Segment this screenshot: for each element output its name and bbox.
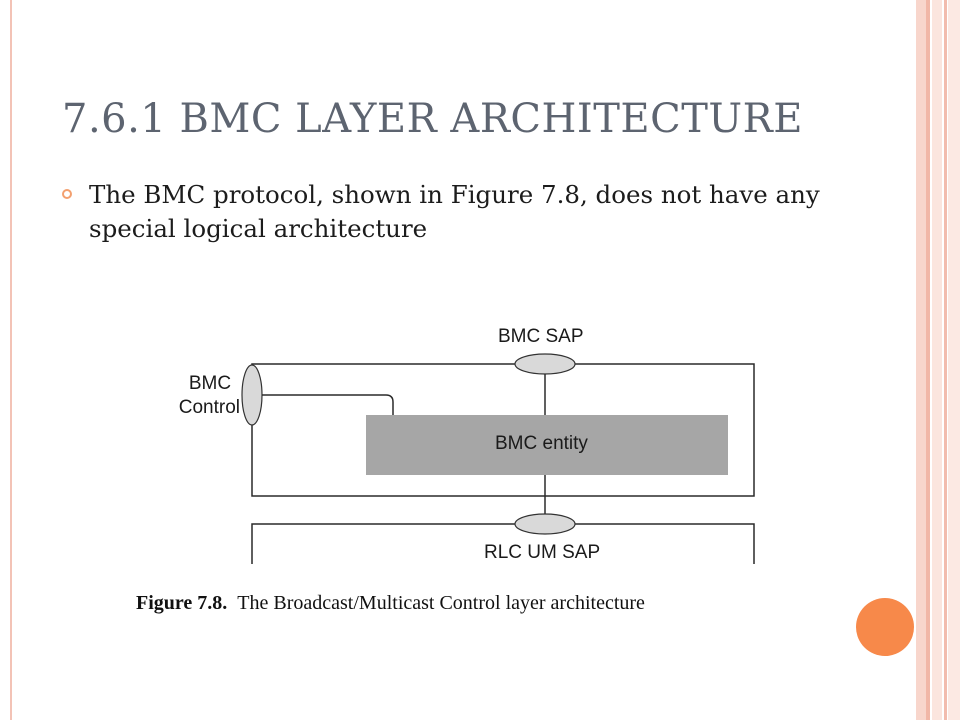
bmc-control-label-line1: BMC — [188, 373, 232, 394]
rlc-layer-box — [251, 523, 755, 564]
bmc-control-sap-ellipse — [241, 364, 263, 426]
decorative-stripe — [932, 0, 942, 720]
rlc-um-sap-ellipse — [514, 513, 576, 535]
bullet-circle-icon — [62, 189, 72, 199]
slide-title: 7.6.1 BMC LAYER ARCHITECTURE — [62, 96, 803, 142]
decorative-orange-circle — [856, 598, 914, 656]
control-connector-line — [262, 394, 394, 415]
rlc-um-sap-label: RLC UM SAP — [484, 542, 601, 563]
bmc-sap-label: BMC SAP — [498, 326, 584, 347]
caption-text: The Broadcast/Multicast Control layer ar… — [237, 592, 645, 614]
bullet-text: The BMC protocol, shown in Figure 7.8, d… — [89, 180, 820, 243]
decorative-stripe — [916, 0, 926, 720]
bmc-entity-block — [366, 415, 728, 475]
bmc-sap-ellipse — [514, 353, 576, 375]
decorative-stripe — [944, 0, 947, 720]
bmc-architecture-diagram: BMC SAP BMC Control BMC entity RLC UM SA… — [130, 320, 770, 620]
bmc-entity-label: BMC entity — [495, 433, 588, 454]
bullet-list: The BMC protocol, shown in Figure 7.8, d… — [62, 178, 842, 246]
decorative-stripe — [948, 0, 960, 720]
bmc-layer-box — [251, 363, 755, 497]
left-border-line — [10, 0, 12, 720]
caption-number: Figure 7.8. — [136, 592, 228, 614]
decorative-stripe — [926, 0, 930, 720]
figure-caption: Figure 7.8. The Broadcast/Multicast Cont… — [136, 592, 645, 615]
bmc-control-label-line2: Control — [178, 397, 240, 418]
diagram-drawing — [241, 353, 755, 564]
